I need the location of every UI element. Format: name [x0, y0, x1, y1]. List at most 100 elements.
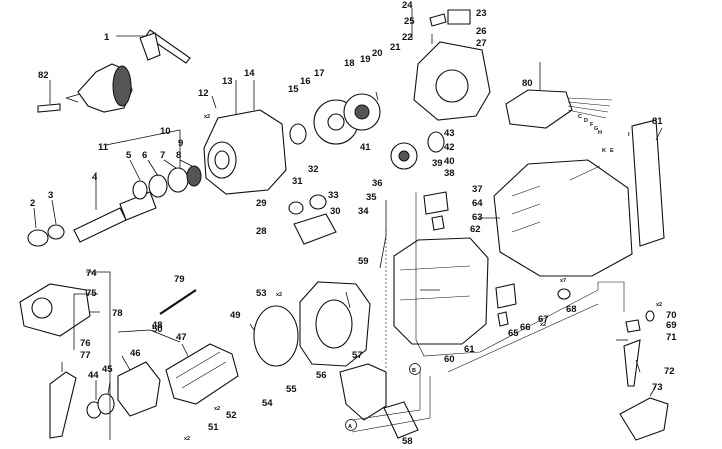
wire-letter-c: C	[578, 114, 582, 120]
spindle-part	[73, 191, 157, 243]
callout-16: 16	[300, 76, 311, 87]
callout-56: 56	[316, 370, 327, 381]
gear-housing-part	[203, 109, 287, 195]
bearing-45-part	[97, 393, 115, 415]
callout-70: 70	[666, 310, 677, 321]
callout-28: 28	[256, 226, 267, 237]
foot-73-part	[619, 397, 669, 441]
multiplier-51: x2	[184, 436, 190, 442]
bracket-23-part	[447, 9, 471, 25]
brush-65-part	[497, 311, 509, 327]
drill-chuck-part	[65, 63, 133, 113]
callout-27: 27	[476, 38, 487, 49]
callout-37: 37	[472, 184, 483, 195]
wire-letter-d: D	[584, 118, 588, 124]
callout-67: 67	[538, 314, 549, 325]
callout-74: 74	[86, 268, 97, 279]
callout-47: 47	[176, 332, 187, 343]
part-28	[293, 213, 337, 245]
callout-35: 35	[366, 192, 377, 203]
brush-holder-66-part	[495, 283, 517, 309]
callout-53: 53	[256, 288, 267, 299]
gear-8-part	[186, 165, 202, 187]
callout-42: 42	[444, 142, 455, 153]
callout-30: 30	[330, 206, 341, 217]
callout-5: 5	[126, 150, 132, 161]
callout-12: 12	[198, 88, 209, 99]
wire-letter-g: G	[594, 126, 598, 132]
callout-4: 4	[92, 172, 98, 183]
callout-48: 48	[152, 320, 163, 331]
wire-letter-a: A	[348, 424, 352, 430]
wiring-lines	[351, 165, 625, 433]
callout-11: 11	[98, 142, 109, 153]
callout-41: 41	[360, 142, 371, 153]
wire-letter-h: H	[598, 130, 602, 136]
bearing-42-part	[427, 131, 445, 153]
callout-34: 34	[358, 206, 369, 217]
top-housing-part	[413, 41, 491, 121]
callout-66: 66	[520, 322, 531, 333]
callout-55: 55	[286, 384, 297, 395]
callout-3: 3	[48, 190, 53, 201]
callout-62: 62	[470, 224, 481, 235]
callout-61: 61	[464, 344, 475, 355]
baffle-part	[253, 305, 299, 367]
callout-76: 76	[80, 338, 91, 349]
bearing-6-part	[148, 174, 168, 198]
leader-lines	[33, 8, 663, 440]
handle-collar-part	[19, 283, 91, 337]
wire-letter-e: E	[610, 148, 614, 154]
callout-50: 50	[152, 324, 163, 335]
multiplier-70: x2	[656, 302, 662, 308]
callout-46: 46	[130, 348, 141, 359]
callout-78: 78	[112, 308, 123, 319]
bearing-7-part	[167, 167, 189, 193]
callout-79: 79	[174, 274, 185, 285]
callout-75: 75	[86, 288, 97, 299]
callout-44: 44	[88, 370, 99, 381]
callout-82: 82	[38, 70, 49, 81]
callout-29: 29	[256, 198, 267, 209]
part-29	[288, 201, 304, 215]
callout-81: 81	[652, 116, 663, 127]
bearing-5-part	[132, 180, 148, 200]
callout-54: 54	[262, 398, 273, 409]
callout-22: 22	[402, 32, 413, 43]
callout-71: 71	[666, 332, 677, 343]
depth-rod-part	[159, 289, 197, 315]
ring-15-part	[289, 123, 307, 145]
wire-letter-circle-b	[409, 363, 421, 375]
multiplier-52: x2	[214, 406, 220, 412]
callout-36: 36	[372, 178, 383, 189]
multiplier-53: x2	[276, 292, 282, 298]
callout-72: 72	[664, 366, 675, 377]
wire-letter-k: K	[602, 148, 606, 154]
callout-13: 13	[222, 76, 233, 87]
callout-45: 45	[102, 364, 113, 375]
motor-housing-part	[493, 159, 633, 277]
stator-part	[299, 281, 371, 367]
screw-82-part	[37, 103, 61, 113]
callout-60: 60	[444, 354, 455, 365]
callout-31: 31	[292, 176, 303, 187]
callout-49: 49	[230, 310, 241, 321]
callout-51: 51	[208, 422, 219, 433]
callout-23: 23	[476, 8, 487, 19]
callout-19: 19	[360, 54, 371, 65]
callout-69: 69	[666, 320, 677, 331]
callout-8: 8	[176, 150, 181, 161]
callout-15: 15	[288, 84, 299, 95]
clip-24-part	[429, 13, 447, 27]
callout-52: 52	[226, 410, 237, 421]
callout-24: 24	[402, 0, 413, 11]
side-handle-part	[49, 371, 77, 439]
part-69	[625, 319, 641, 333]
wire-letter-f: F	[590, 122, 594, 128]
callout-21: 21	[390, 42, 401, 53]
multiplier-67: x2	[540, 322, 546, 328]
callout-65: 65	[508, 328, 519, 339]
wire-letter-b: B	[412, 368, 416, 374]
